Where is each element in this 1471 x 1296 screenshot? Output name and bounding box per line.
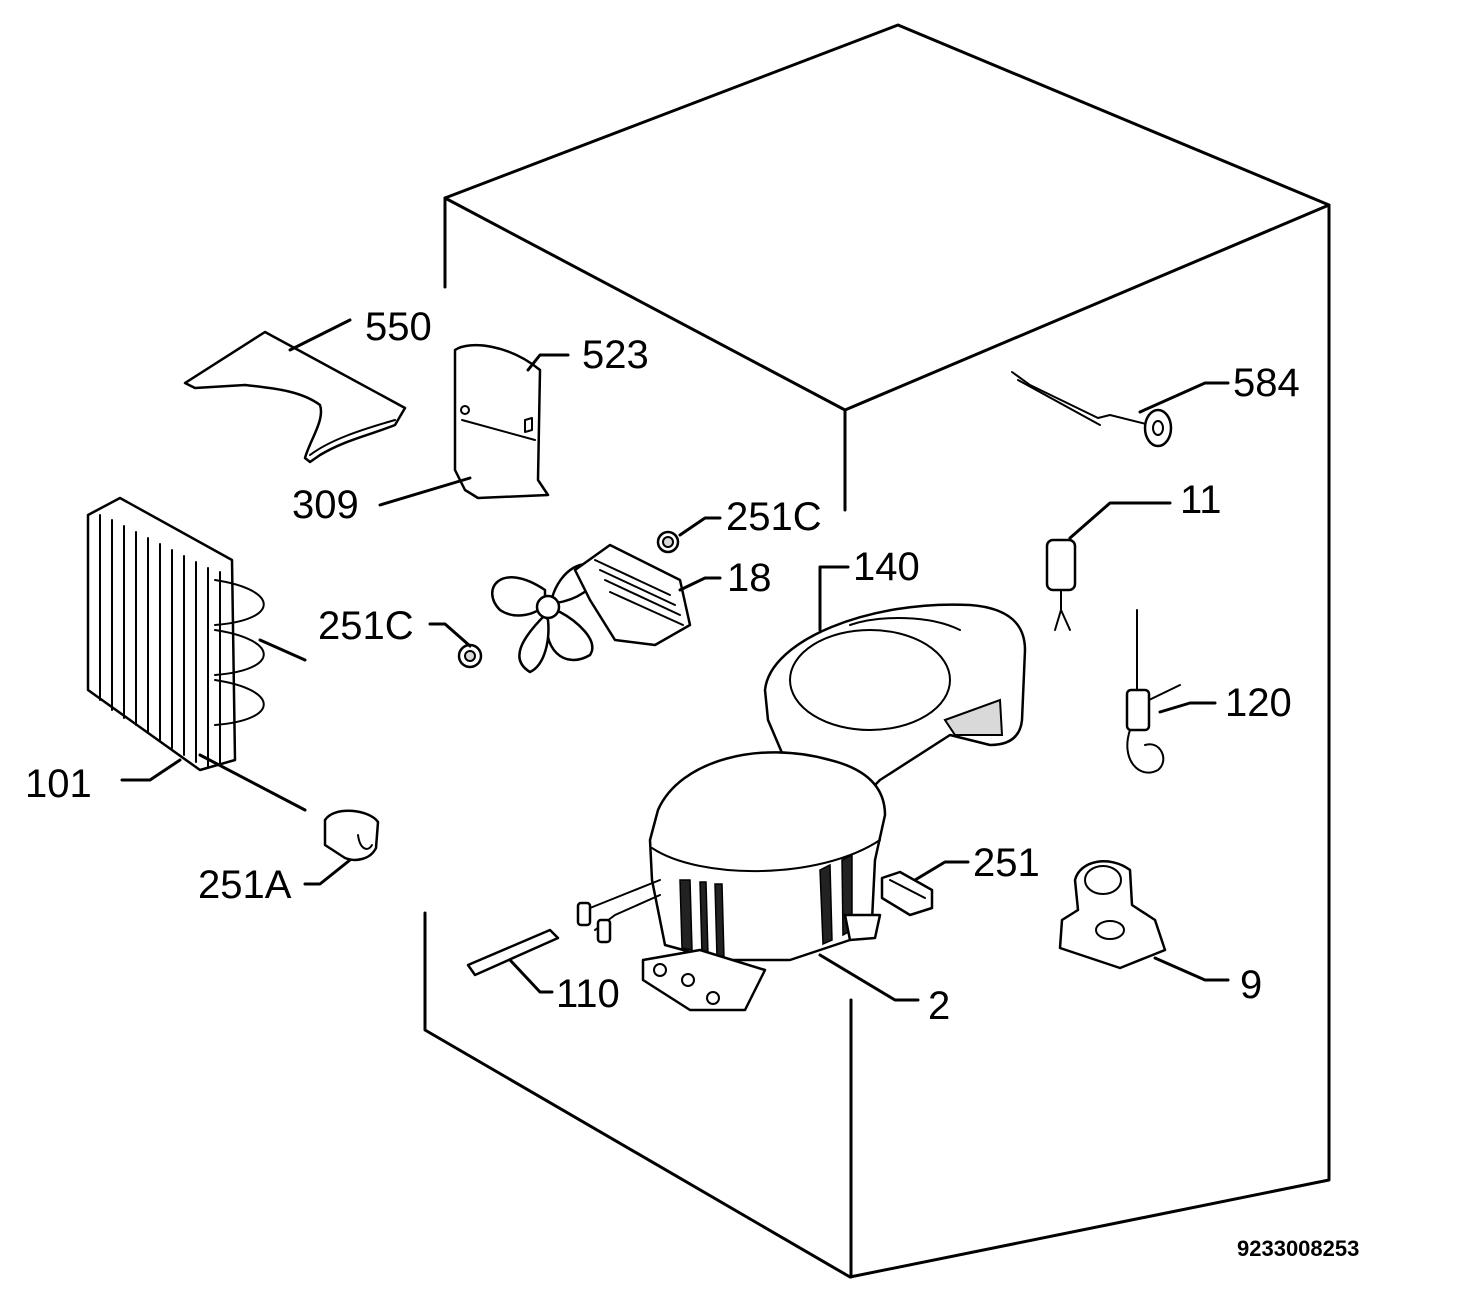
part-140-drip-tray — [763, 566, 1027, 792]
callout-251a: 251A — [198, 863, 292, 907]
callout-labels: 550 523 309 584 251C 11 18 140 251C 120 … — [25, 305, 1300, 1028]
callout-2: 2 — [928, 984, 950, 1028]
part-584-sensor — [1011, 371, 1173, 448]
callout-9: 9 — [1240, 963, 1262, 1007]
callout-140: 140 — [853, 545, 920, 589]
part-2-compressor — [576, 751, 887, 1012]
part-18-fan-motor — [491, 543, 692, 674]
callout-251: 251 — [973, 841, 1040, 885]
callout-251c-top: 251C — [726, 495, 822, 539]
part-251c-grommet-left — [457, 643, 483, 669]
callout-309: 309 — [292, 483, 359, 527]
callout-11: 11 — [1180, 478, 1222, 522]
part-9-clamp — [1058, 860, 1167, 970]
callout-550: 550 — [365, 305, 432, 349]
part-251-connector — [880, 870, 934, 917]
part-251c-grommet-top — [656, 530, 680, 554]
part-101-condenser — [86, 496, 307, 812]
callout-110: 110 — [556, 972, 620, 1016]
callout-101: 101 — [25, 762, 92, 806]
cabinet-outline — [423, 23, 1331, 1279]
leader-lines — [120, 318, 1230, 1002]
callout-584: 584 — [1233, 361, 1300, 405]
callout-523: 523 — [582, 333, 649, 377]
callout-18: 18 — [727, 556, 772, 600]
drawing-number: 9233008253 — [1237, 1236, 1359, 1261]
part-251a-grommet — [323, 809, 380, 862]
part-120-thermostat — [1125, 609, 1181, 774]
callout-251c-left: 251C — [318, 604, 414, 648]
part-110-pipe — [466, 928, 560, 977]
callout-120: 120 — [1225, 681, 1292, 725]
part-523-relay-box — [453, 343, 550, 500]
part-11-component — [1045, 538, 1077, 631]
